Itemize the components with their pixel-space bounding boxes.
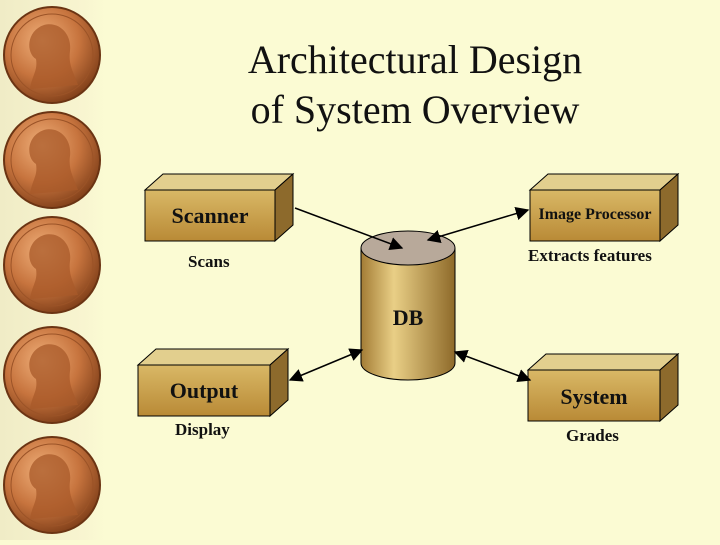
system-caption: Grades [566,426,619,445]
penny-icon [3,6,101,104]
image-processor-label: Image Processor [538,206,652,223]
output-caption: Display [175,420,230,439]
system-box [526,352,680,423]
scanner-label: Scanner [171,203,249,228]
penny-icon [3,216,101,314]
edge-image-processor-db [426,207,530,243]
image-processor-box [528,172,680,243]
output-box [136,347,290,418]
scanner-caption: Scans [188,252,230,271]
system-label: System [560,384,628,409]
penny-icon [3,111,101,209]
db-label: DB [392,305,424,330]
penny-strip [0,0,105,540]
slide-title-line-1: Architectural Design [247,37,583,82]
image-processor-caption: Extracts features [528,246,652,265]
edge-scanner-db [294,207,404,251]
edge-output-db [288,348,364,382]
penny-icon [3,436,101,534]
scanner-box [143,172,295,243]
penny-column-icon [3,6,101,534]
slide-title-line-2: of System Overview [250,87,580,132]
penny-icon [3,326,101,424]
edge-system-db [453,349,532,383]
output-label: Output [169,378,239,403]
